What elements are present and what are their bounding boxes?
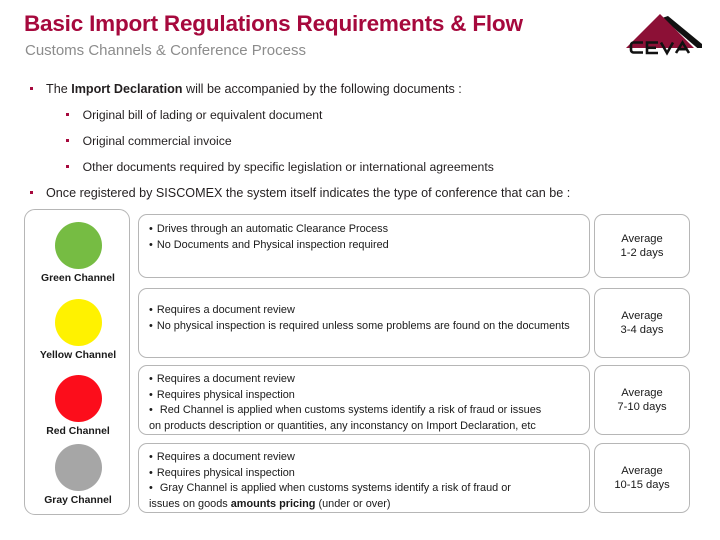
list-bullet-icon: • bbox=[149, 466, 153, 479]
channel-gray-label: Gray Channel bbox=[44, 495, 112, 506]
channel-yellow[interactable]: Yellow Channel bbox=[25, 299, 131, 361]
average-label: Average bbox=[621, 464, 663, 477]
channel-red[interactable]: Red Channel bbox=[25, 375, 131, 437]
list-bullet-icon: • bbox=[149, 304, 153, 316]
bullet-item-1: The Import Declaration will be accompani… bbox=[30, 76, 720, 102]
description-line: on products description or quantities, a… bbox=[149, 419, 536, 432]
bullet-dot-icon bbox=[66, 165, 69, 169]
slide-header: Basic Import Regulations Requirements & … bbox=[0, 0, 720, 72]
list-bullet-icon: • bbox=[149, 404, 153, 417]
description-line: •No physical inspection is required unle… bbox=[149, 319, 570, 332]
average-box-green: Average 1-2 days bbox=[594, 214, 690, 278]
description-box-gray: •Requires a document review •Requires ph… bbox=[138, 443, 590, 513]
average-label: Average bbox=[621, 386, 663, 399]
channel-red-label: Red Channel bbox=[46, 426, 110, 437]
channel-yellow-label: Yellow Channel bbox=[39, 350, 117, 361]
average-label: Average bbox=[621, 309, 663, 322]
page-subtitle: Customs Channels & Conference Process bbox=[25, 42, 306, 59]
average-value: 10-15 days bbox=[614, 479, 670, 491]
bullet-subitem-3-text: Other documents required by specific leg… bbox=[82, 160, 494, 174]
average-box-yellow: Average 3-4 days bbox=[594, 288, 690, 358]
average-box-red: Average 7-10 days bbox=[594, 365, 690, 435]
bullet-dot-icon bbox=[30, 87, 33, 91]
description-line: •No Documents and Physical inspection re… bbox=[149, 238, 389, 251]
list-bullet-icon: • bbox=[149, 319, 153, 332]
yellow-circle-icon bbox=[54, 299, 102, 346]
green-circle-icon bbox=[54, 222, 102, 269]
description-line: issues on goods amounts pricing (under o… bbox=[149, 497, 391, 510]
description-box-green: •Drives through an automatic Clearance P… bbox=[138, 214, 590, 278]
channel-gray[interactable]: Gray Channel bbox=[25, 444, 131, 506]
average-value: 1-2 days bbox=[620, 247, 664, 259]
page-title: Basic Import Regulations Requirements & … bbox=[24, 11, 523, 36]
bullet-subitem-2-text: Original commercial invoice bbox=[82, 134, 232, 148]
average-value: 3-4 days bbox=[620, 324, 664, 336]
channel-legend-panel: Green Channel Yellow Channel Red Channel… bbox=[24, 209, 130, 515]
list-bullet-icon: • bbox=[149, 373, 153, 385]
list-bullet-icon: • bbox=[149, 451, 153, 463]
channels-diagram: Green Channel Yellow Channel Red Channel… bbox=[0, 206, 720, 516]
ceva-logo-icon bbox=[620, 14, 704, 56]
description-line: •Requires a document review bbox=[149, 451, 295, 463]
description-box-red: •Requires a document review •Requires ph… bbox=[138, 365, 590, 435]
bullet-item-2-text: Once registered by SISCOMEX the system i… bbox=[46, 186, 571, 200]
bullet-subitem-3: Other documents required by specific leg… bbox=[66, 154, 720, 180]
average-label: Average bbox=[621, 232, 663, 245]
description-line: • Gray Channel is applied when customs s… bbox=[149, 482, 511, 495]
red-circle-icon bbox=[54, 375, 102, 422]
list-bullet-icon: • bbox=[149, 223, 153, 235]
channel-green-label: Green Channel bbox=[41, 273, 115, 284]
description-line: • Red Channel is applied when customs sy… bbox=[149, 404, 542, 417]
average-box-gray: Average 10-15 days bbox=[594, 443, 690, 513]
gray-circle-icon bbox=[54, 444, 102, 491]
description-line: •Requires a document review bbox=[149, 373, 295, 385]
average-value: 7-10 days bbox=[617, 401, 667, 413]
list-bullet-icon: • bbox=[149, 482, 153, 495]
bullet-subitem-1-text: Original bill of lading or equivalent do… bbox=[82, 108, 323, 122]
description-line: •Requires physical inspection bbox=[149, 466, 295, 479]
list-bullet-icon: • bbox=[149, 388, 153, 401]
bullet-dot-icon bbox=[66, 113, 69, 117]
bullet-subitem-1: Original bill of lading or equivalent do… bbox=[66, 102, 720, 128]
ceva-logo bbox=[614, 8, 706, 64]
description-line: •Requires a document review bbox=[149, 304, 295, 316]
bullet-dot-icon bbox=[66, 139, 69, 143]
bullet-subitem-2: Original commercial invoice bbox=[66, 128, 720, 154]
bullet-item-2: Once registered by SISCOMEX the system i… bbox=[30, 180, 720, 206]
bullet-list: The Import Declaration will be accompani… bbox=[0, 76, 720, 206]
description-box-yellow: •Requires a document review •No physical… bbox=[138, 288, 590, 358]
channel-green[interactable]: Green Channel bbox=[25, 222, 131, 284]
description-line: •Requires physical inspection bbox=[149, 388, 295, 401]
bullet-item-1-text: The Import Declaration will be accompani… bbox=[46, 82, 462, 96]
description-line: •Drives through an automatic Clearance P… bbox=[149, 223, 389, 235]
list-bullet-icon: • bbox=[149, 238, 153, 251]
bullet-dot-icon bbox=[30, 191, 33, 195]
